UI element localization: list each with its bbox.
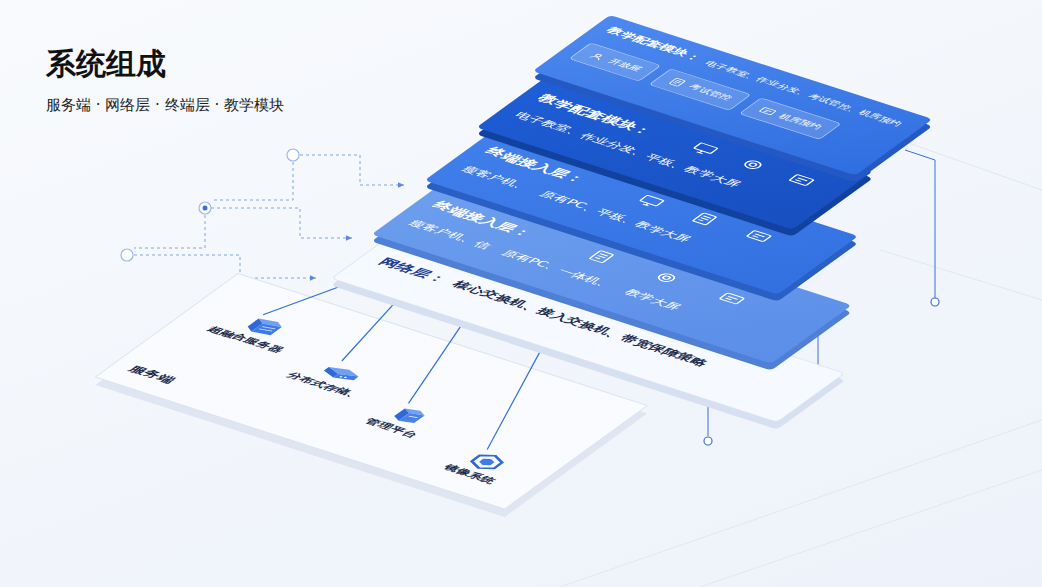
subtitle-label: 服务端 · 网络层 · 终端层 · 教学模块 [46,96,284,115]
doc-icon [665,76,690,88]
board-icon [740,227,777,245]
leader-circles [121,149,299,261]
person-icon [585,50,610,62]
gear-icon [648,268,685,286]
platform-item: 管理平台 [362,400,443,439]
connector-line [487,348,542,450]
monitor-icon [686,140,723,158]
gear-icon [735,155,772,173]
storage-item: 分布式存储、 [284,353,389,400]
layer-text: 教学大屏 [621,287,684,312]
diagram-title: 系统组成 [46,44,166,85]
layer-heading: 服务端 [125,363,179,385]
sub-module-box: 开放屉 [568,43,661,82]
image-item: 镜像系统 [441,446,522,485]
connector-line [409,322,464,403]
monitor-icon [632,193,669,211]
node-label: 考试管控 [685,83,734,102]
node-label: 镜像系统 [441,462,499,485]
server-item: 超融合服务器 [205,307,310,354]
board-icon [783,171,820,189]
board-icon [755,105,780,117]
connector-line [263,284,346,315]
node-label: 机房预约 [775,112,824,131]
node-label: 开放屉 [605,57,644,73]
doc-icon [686,210,723,228]
board-icon [713,289,750,307]
connector-line [342,301,397,361]
doc-icon [583,247,620,265]
